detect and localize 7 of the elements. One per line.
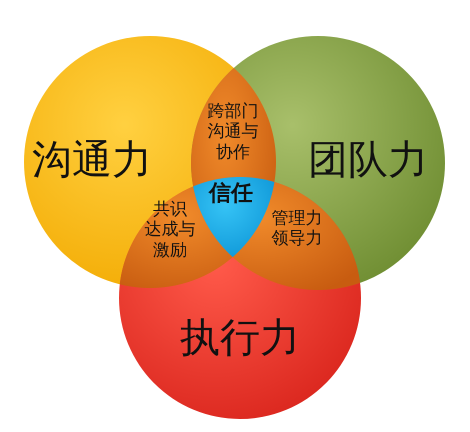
overlap-label: 共识达成与激励 [144,199,196,261]
overlap-label: 管理力领导力 [272,208,322,250]
circle-label: 执行力 [180,314,300,362]
overlap-label: 跨部门沟通与协作 [208,101,258,163]
overlap-label: 信任 [209,180,253,208]
circle-label: 团队力 [308,136,428,184]
circle-label: 沟通力 [32,136,152,184]
